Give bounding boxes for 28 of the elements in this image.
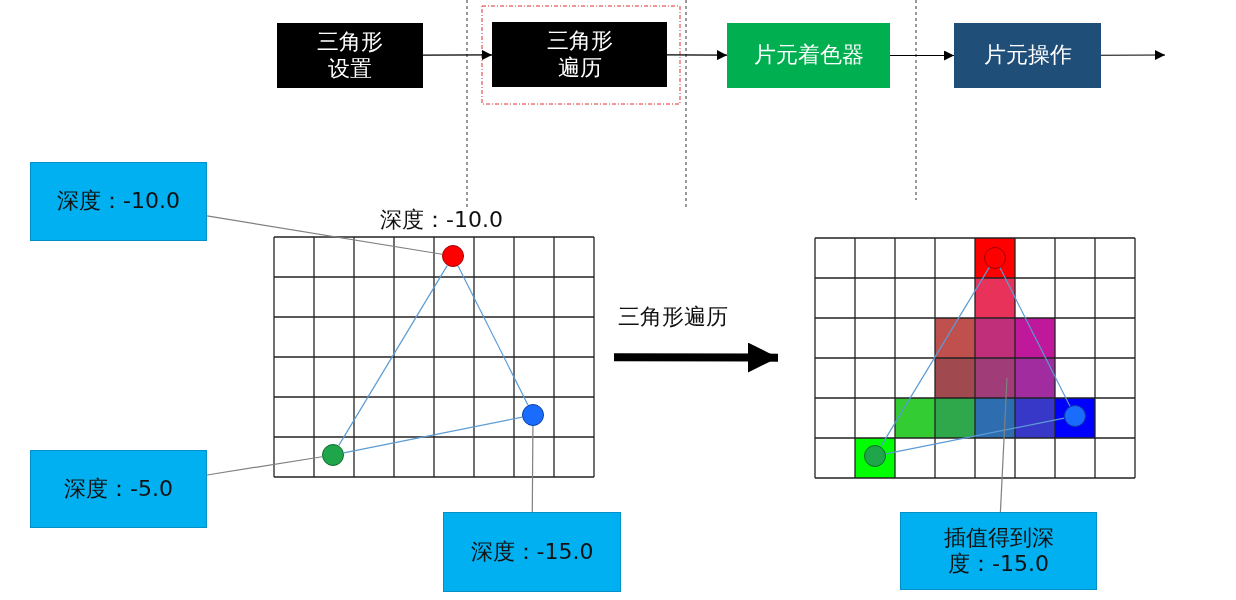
arrow [666, 50, 728, 61]
triangle-edge [880, 266, 990, 448]
callout-box: 深度：-10.0 [30, 162, 207, 241]
callout-box: 深度：-5.0 [30, 450, 207, 528]
triangle-edge [457, 265, 529, 406]
leader-line [206, 215, 443, 255]
depth-label: 深度：-10.0 [380, 206, 503, 234]
leader-line [999, 377, 1008, 513]
callout-box: 插值得到深度：-15.0 [900, 512, 1097, 590]
triangle-edge [343, 416, 523, 454]
pixel-grid-drawing [274, 237, 594, 477]
vertex-circle [442, 245, 464, 267]
triangle-edge [338, 264, 448, 447]
callout-box: 深度：-15.0 [443, 512, 621, 592]
arrow [422, 49, 493, 60]
process-box: 三角形设置 [277, 23, 423, 88]
vertex-circle [322, 444, 344, 466]
arrow [889, 50, 955, 61]
triangle-edge [885, 417, 1065, 455]
pixel-grid-drawing [815, 238, 1135, 478]
process-box: 片元着色器 [727, 23, 890, 88]
process-box: 三角形遍历 [492, 22, 667, 87]
triangle-edge [999, 267, 1071, 407]
process-box: 片元操作 [954, 23, 1101, 88]
arrow [1100, 50, 1166, 61]
leader-line [206, 456, 323, 476]
vertex-circle [522, 404, 544, 426]
leader-line [531, 425, 534, 513]
